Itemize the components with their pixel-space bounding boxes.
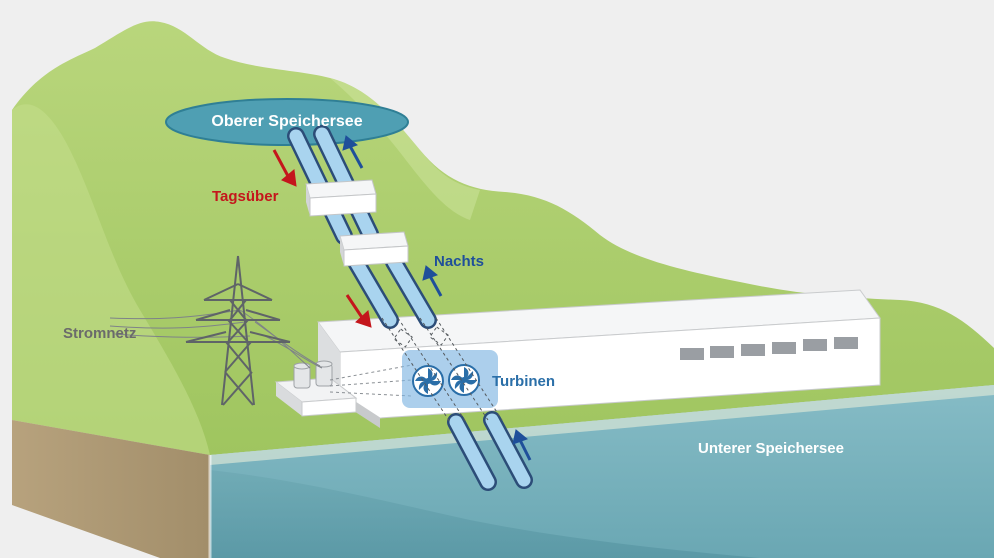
- valve-box: [339, 231, 409, 267]
- arrow-up-night-icon: [422, 265, 443, 297]
- arrow-down-day-icon: [345, 294, 372, 328]
- arrow-up-night-icon: [512, 429, 532, 461]
- grid-label: Stromnetz: [63, 325, 136, 342]
- arrow-down-day-icon: [272, 149, 297, 187]
- night-label: Nachts: [434, 253, 484, 270]
- transmission-tower-icon: [185, 255, 291, 406]
- arrow-up-night-icon: [342, 135, 364, 169]
- transformer-station: [274, 360, 413, 417]
- lower-reservoir: [208, 385, 994, 558]
- turbines-label: Turbinen: [492, 373, 555, 390]
- upper-reservoir: [165, 98, 409, 146]
- soil-cross-section: [12, 318, 210, 558]
- upper-reservoir-label: Oberer Speichersee: [211, 113, 362, 130]
- building-windows: [680, 337, 858, 360]
- turbine-icon: [448, 364, 480, 396]
- hidden-pipe-path: [381, 317, 503, 423]
- daytime-label: Tagsüber: [212, 188, 279, 205]
- turbine-icon: [412, 365, 444, 397]
- lower-reservoir-label: Unterer Speichersee: [698, 440, 844, 457]
- valve-box: [305, 179, 377, 217]
